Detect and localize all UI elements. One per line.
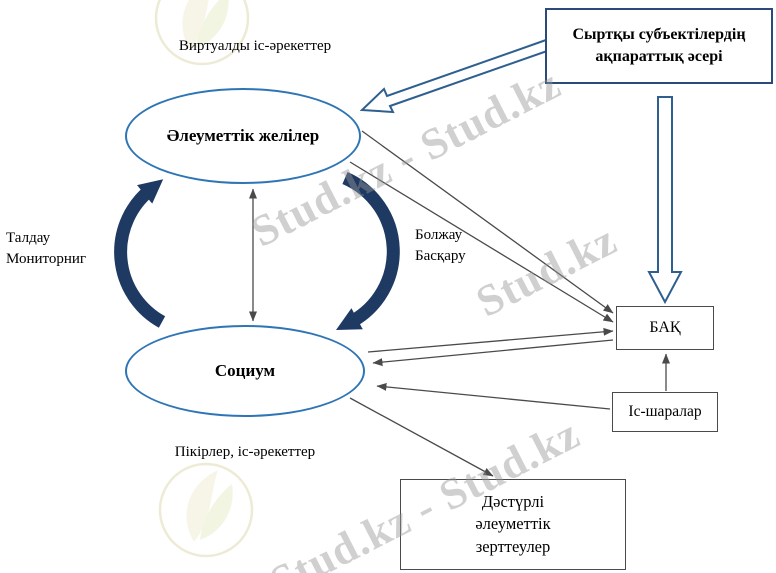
label-virtual-actions: Виртуалды іс-әрекеттер xyxy=(178,38,332,54)
cycle-arrow-right-down xyxy=(336,172,400,331)
socium-label: Социум xyxy=(214,361,276,380)
node-traditional-research: Дәстүрлі әлеуметтік зерттеулер xyxy=(400,479,626,570)
traditional-research-line: әлеуметтік xyxy=(475,514,551,534)
label-analysis: Талдау xyxy=(6,230,51,246)
traditional-research-line: зерттеулер xyxy=(475,536,551,556)
node-socium: Социум xyxy=(125,325,365,417)
label-monitoring: Мониторниг xyxy=(6,251,87,267)
label-management: Басқару xyxy=(415,248,466,264)
media-label: БАҚ xyxy=(649,319,681,336)
node-events: Іс-шаралар xyxy=(612,392,718,432)
social-networks-label: Әлеуметтік желілер xyxy=(166,126,320,145)
arrow-events-to-socium xyxy=(376,382,611,410)
arrow-social-to-media-2 xyxy=(349,161,614,323)
arrow-socium-to-media xyxy=(367,327,614,353)
cycle-arrow-left-up xyxy=(114,179,166,328)
label-forecasting: Болжау xyxy=(415,227,463,243)
traditional-research-line: Дәстүрлі xyxy=(481,492,545,512)
label-opinions-actions: Пікірлер, іс-әрекеттер xyxy=(174,444,316,460)
external-influence-line: Сыртқы субъектілердің xyxy=(572,25,746,43)
block-arrow-external-to-social xyxy=(359,38,552,114)
node-media: БАҚ xyxy=(616,306,714,350)
arrow-media-to-socium xyxy=(372,339,614,367)
node-social-networks: Әлеуметтік желілер xyxy=(125,88,361,184)
events-label: Іс-шаралар xyxy=(628,403,702,421)
arrow-socium-to-research xyxy=(349,397,494,477)
node-external-influence: Сыртқы субъектілердің ақпараттық әсері xyxy=(545,8,773,84)
arrow-social-to-media-1 xyxy=(361,130,614,314)
block-arrow-external-to-media xyxy=(647,96,683,305)
external-influence-line: ақпараттық әсері xyxy=(595,48,723,65)
